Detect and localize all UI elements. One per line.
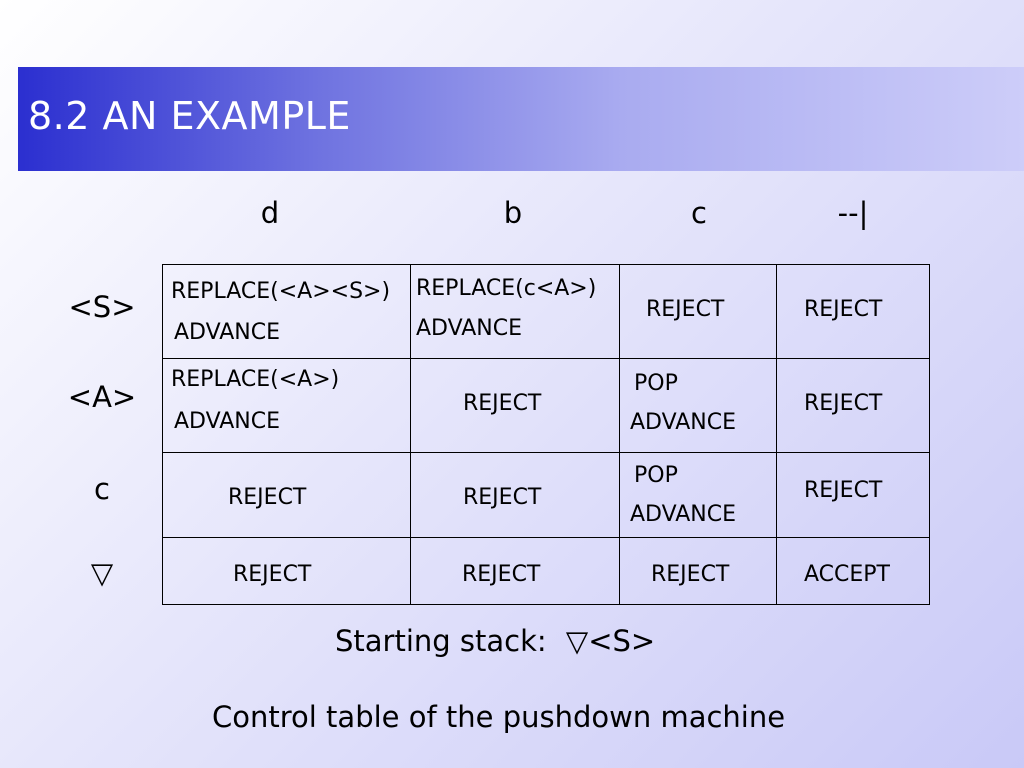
- cell-c-b: REJECT: [463, 485, 542, 510]
- column-header-c: c: [691, 196, 707, 230]
- table-row-divider: [163, 358, 929, 359]
- cell-c-c-line1: POP: [634, 463, 678, 488]
- table-caption: Control table of the pushdown machine: [212, 700, 786, 734]
- cell-c-end: REJECT: [804, 478, 883, 503]
- cell-bottom-d: REJECT: [233, 562, 312, 587]
- title-bar: 8.2 AN EXAMPLE: [18, 67, 1024, 171]
- cell-A-c-line1: POP: [634, 371, 678, 396]
- cell-S-c: REJECT: [646, 297, 725, 322]
- row-header-c: c: [94, 472, 110, 506]
- cell-S-b-line1: REPLACE(c<A>): [416, 276, 597, 301]
- row-header-bottom-marker: ▽: [90, 556, 114, 590]
- starting-stack-value: ▽<S>: [565, 624, 656, 658]
- cell-bottom-b: REJECT: [462, 562, 541, 587]
- cell-A-d-line1: REPLACE(<A>): [171, 367, 340, 392]
- cell-A-b: REJECT: [463, 391, 542, 416]
- column-header-d: d: [260, 196, 280, 230]
- starting-stack-line: Starting stack: ▽<S>: [335, 624, 655, 658]
- cell-S-b-line2: ADVANCE: [416, 316, 523, 341]
- row-header-S: <S>: [68, 290, 136, 324]
- table-column-divider: [410, 265, 411, 604]
- cell-c-d: REJECT: [228, 485, 307, 510]
- table-row-divider: [163, 537, 929, 538]
- control-table: REPLACE(<A><S>) ADVANCE REPLACE(c<A>) AD…: [162, 264, 930, 605]
- cell-S-d-line1: REPLACE(<A><S>): [171, 279, 391, 304]
- cell-S-end: REJECT: [804, 297, 883, 322]
- row-header-A: <A>: [67, 380, 137, 414]
- table-row-divider: [163, 452, 929, 453]
- table-column-divider: [776, 265, 777, 604]
- cell-bottom-end: ACCEPT: [804, 562, 890, 587]
- cell-A-d-line2: ADVANCE: [174, 409, 281, 434]
- starting-stack-label: Starting stack:: [335, 624, 547, 658]
- slide-title: 8.2 AN EXAMPLE: [28, 94, 351, 138]
- cell-c-c-line2: ADVANCE: [630, 502, 737, 527]
- cell-A-end: REJECT: [804, 391, 883, 416]
- cell-S-d-line2: ADVANCE: [174, 320, 281, 345]
- cell-bottom-c: REJECT: [651, 562, 730, 587]
- cell-A-c-line2: ADVANCE: [630, 410, 737, 435]
- column-header-endmarker: --|: [837, 196, 869, 230]
- column-header-b: b: [503, 196, 523, 230]
- table-column-divider: [619, 265, 620, 604]
